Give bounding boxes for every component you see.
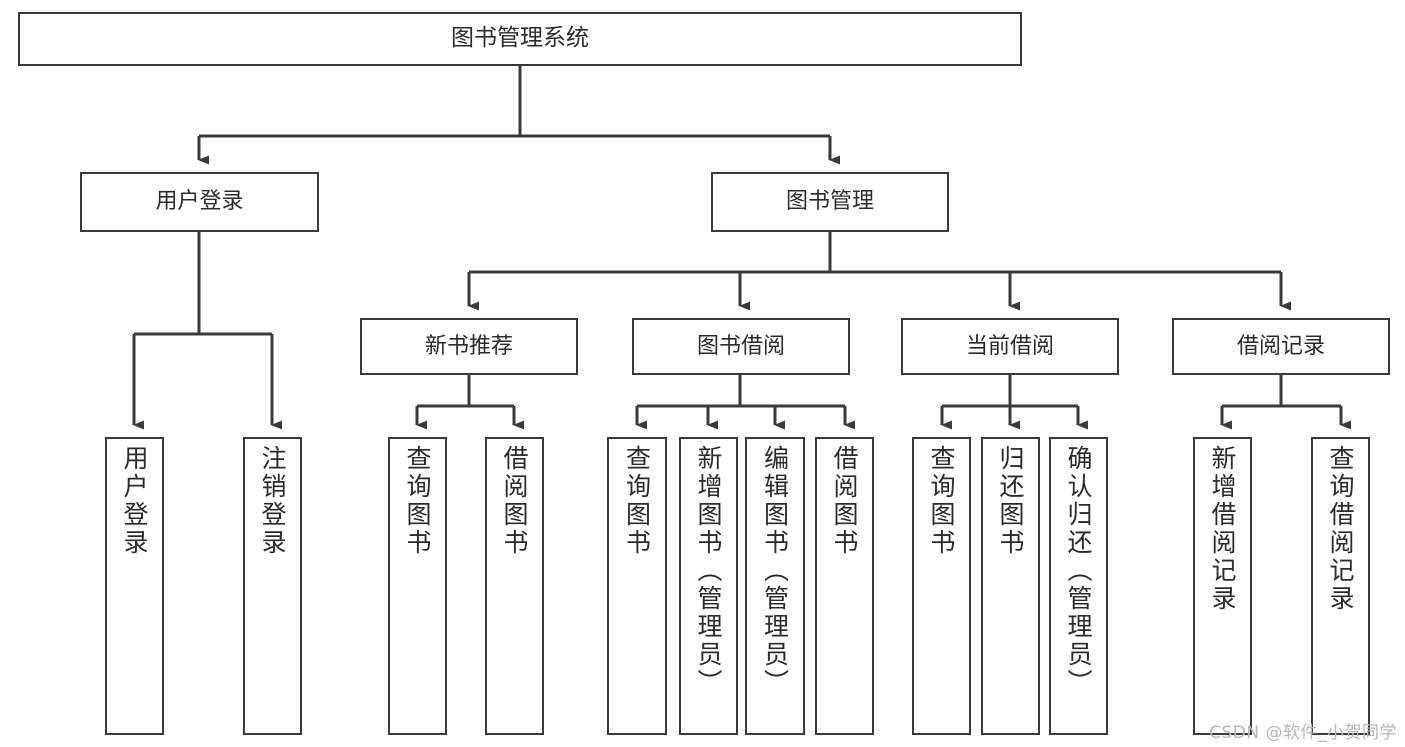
- node-leaf-query-book-borrow[interactable]: 查询图书: [607, 437, 667, 735]
- node-current-borrowing[interactable]: 当前借阅: [901, 318, 1119, 375]
- node-label: 查询图书: [622, 445, 652, 557]
- csdn-watermark: CSDN @软件_小贺同学: [1209, 723, 1397, 743]
- node-label: 查询借阅记录: [1326, 445, 1355, 613]
- node-leaf-user-login[interactable]: 用户登录: [105, 437, 164, 735]
- node-label: 归还图书: [996, 445, 1025, 557]
- node-root-system[interactable]: 图书管理系统: [18, 12, 1022, 66]
- node-leaf-logout[interactable]: 注销登录: [243, 437, 302, 735]
- node-label: 当前借阅: [965, 333, 1054, 359]
- node-label: 编辑图书（管理员）: [760, 445, 790, 697]
- node-leaf-query-book-current[interactable]: 查询图书: [912, 437, 971, 735]
- node-label: 借阅图书: [500, 445, 529, 557]
- node-leaf-return-book[interactable]: 归还图书: [981, 437, 1040, 735]
- node-label: 新书推荐: [424, 333, 513, 359]
- node-label: 用户登录: [120, 445, 149, 557]
- node-book-borrowing[interactable]: 图书借阅: [632, 318, 850, 375]
- node-label: 确认归还（管理员）: [1064, 445, 1093, 697]
- node-label: 新增借阅记录: [1208, 445, 1237, 613]
- node-label: 图书管理系统: [451, 25, 589, 52]
- node-leaf-edit-book-admin[interactable]: 编辑图书（管理员）: [745, 437, 805, 735]
- node-leaf-add-book-admin[interactable]: 新增图书（管理员）: [679, 437, 738, 735]
- node-leaf-borrow-book[interactable]: 借阅图书: [815, 437, 874, 735]
- node-label: 新增图书（管理员）: [694, 445, 723, 697]
- node-leaf-query-book-new[interactable]: 查询图书: [388, 437, 447, 735]
- node-leaf-query-borrow-record[interactable]: 查询借阅记录: [1311, 437, 1370, 735]
- node-label: 用户登录: [155, 189, 244, 215]
- node-label: 图书借阅: [696, 333, 785, 359]
- node-label: 查询图书: [927, 445, 956, 557]
- node-leaf-borrow-book-new[interactable]: 借阅图书: [485, 437, 544, 735]
- node-label: 查询图书: [403, 445, 432, 557]
- node-leaf-confirm-return-admin[interactable]: 确认归还（管理员）: [1049, 437, 1108, 735]
- node-book-management[interactable]: 图书管理: [711, 172, 949, 232]
- node-new-book-recommendation[interactable]: 新书推荐: [360, 318, 578, 375]
- node-label: 借阅记录: [1236, 333, 1325, 359]
- node-label: 图书管理: [785, 189, 874, 215]
- node-leaf-add-borrow-record[interactable]: 新增借阅记录: [1193, 437, 1252, 735]
- node-borrowing-record[interactable]: 借阅记录: [1172, 318, 1390, 375]
- node-user-login[interactable]: 用户登录: [80, 172, 319, 232]
- node-label: 注销登录: [258, 445, 287, 557]
- node-label: 借阅图书: [830, 445, 859, 557]
